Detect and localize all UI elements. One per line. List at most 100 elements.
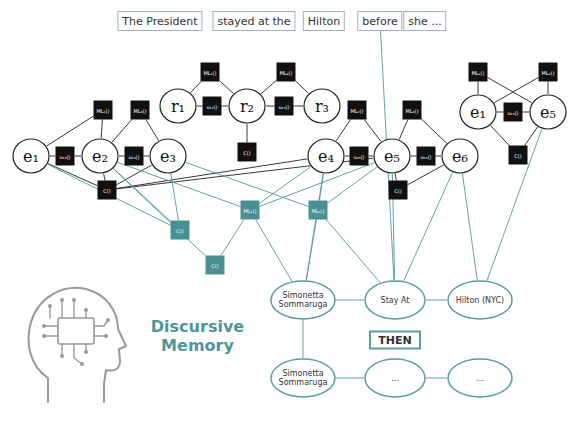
factor-node: u₁₂()	[56, 147, 75, 166]
connector	[247, 124, 248, 143]
node-text: before	[362, 15, 397, 28]
variable-node: e₆	[441, 138, 479, 174]
factor-node: ML₂()	[403, 101, 422, 120]
memory-entity: Simonetta Sommaruga	[270, 358, 336, 398]
word-box: before	[357, 11, 402, 31]
connector	[326, 220, 380, 283]
connector	[336, 120, 350, 141]
connector	[256, 220, 292, 282]
word-box: she ...	[403, 11, 446, 31]
memory-entity: Hilton (NYC)	[447, 280, 513, 320]
factor-node: ML₁()	[469, 63, 488, 82]
circuit-pads	[42, 298, 110, 366]
node-text: ML₂()	[541, 69, 554, 75]
node-text: u₅₆()	[420, 153, 431, 159]
connector	[364, 120, 381, 142]
node-text: C()	[394, 187, 401, 193]
word-box: The President	[117, 11, 202, 31]
connector	[404, 173, 453, 281]
connector	[146, 120, 159, 141]
connector	[426, 378, 447, 379]
variable-outline	[304, 89, 340, 123]
connector	[220, 81, 234, 94]
connector	[523, 112, 530, 113]
node-text: ...	[476, 374, 484, 383]
node-text: ML₁()	[96, 107, 109, 113]
connector	[113, 169, 205, 256]
factor-node: u₁₂()	[203, 97, 222, 116]
variable-outline	[308, 139, 344, 173]
connector	[261, 80, 277, 94]
variable-outline	[150, 139, 186, 173]
chip	[58, 318, 94, 344]
connector	[306, 174, 323, 280]
connector	[494, 77, 538, 102]
variable-outline	[160, 89, 196, 123]
node-text: The President	[122, 15, 197, 28]
node-text: e₅	[540, 103, 556, 122]
node-text: C()	[211, 262, 218, 268]
node-text: e₁	[23, 147, 39, 166]
node-text: e₄	[318, 147, 334, 166]
connector	[117, 159, 308, 189]
node-text: Hilton	[308, 15, 340, 28]
node-text: e₃	[160, 147, 176, 166]
variable-outline	[374, 139, 410, 173]
connector	[48, 164, 171, 225]
variable-node: e₁	[459, 94, 497, 130]
factor-node: u₅₆()	[417, 147, 436, 166]
factor-node: ML₁()	[348, 101, 367, 120]
variable-outline	[442, 139, 478, 173]
connector	[462, 174, 477, 280]
connector	[294, 106, 304, 107]
memory-entity: ...	[364, 358, 426, 398]
connector	[487, 129, 542, 280]
factor-node: C()	[98, 181, 117, 200]
variable-node: e₅	[373, 138, 411, 174]
node-text: ML₂()	[405, 107, 418, 113]
connector	[328, 167, 377, 203]
factor-node: ML₂()	[131, 101, 150, 120]
connector	[266, 106, 275, 107]
node-text: ML₁()	[311, 207, 324, 213]
connector	[221, 220, 244, 256]
memory-factor-node: C()	[206, 256, 225, 275]
node-text: u₄₅()	[353, 153, 364, 159]
connector	[104, 174, 105, 181]
connector	[336, 300, 364, 301]
variable-node: e₁	[12, 138, 50, 174]
variable-outline	[13, 139, 49, 173]
connector	[171, 174, 179, 221]
node-text: Hilton (NYC)	[456, 296, 504, 305]
memory-entity: Stay At	[364, 280, 426, 320]
entity-outline	[271, 359, 335, 397]
factor-node: C()	[509, 146, 528, 165]
node-text: r₁	[171, 97, 185, 116]
connector	[478, 82, 479, 95]
variable-outline	[530, 95, 566, 129]
connector	[144, 156, 150, 157]
connector	[548, 82, 549, 95]
memory-factor-node: C()	[171, 221, 190, 240]
variable-node: r₃	[303, 88, 341, 124]
factor-node: u₂₃()	[275, 97, 294, 116]
connector	[336, 378, 364, 379]
node-text: u₁₂()	[206, 103, 217, 109]
entity-outline	[448, 359, 512, 397]
memory-factor-node: ML₁()	[309, 201, 328, 220]
node-text: u₂₃()	[278, 103, 289, 109]
connector	[296, 81, 309, 93]
node-text: Stay At	[381, 296, 410, 305]
entity-outline	[448, 281, 512, 319]
factor-node: ML₂()	[277, 63, 296, 82]
node-text: e₂	[92, 147, 108, 166]
factor-node: C()	[389, 181, 408, 200]
connector	[488, 77, 532, 102]
entity-outline	[365, 281, 425, 319]
brain-icon	[29, 288, 126, 402]
section-label: Discursive Memory	[140, 317, 255, 355]
factor-node: ML₂()	[539, 63, 558, 82]
node-text: ...	[391, 374, 399, 383]
variable-node: e₅	[529, 94, 567, 130]
